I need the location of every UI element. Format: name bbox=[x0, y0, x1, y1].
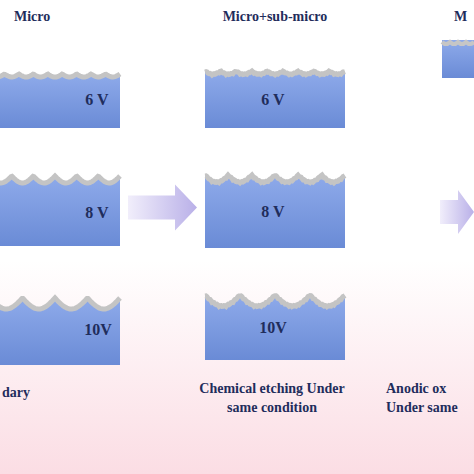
oxide-coating bbox=[205, 175, 345, 183]
anodized-panel: 6 V bbox=[0, 66, 120, 128]
voltage-label: 6 V bbox=[261, 91, 284, 109]
oxide-coating bbox=[0, 74, 120, 77]
voltage-label: 8 V bbox=[85, 204, 108, 222]
substrate bbox=[205, 71, 345, 128]
column-heading: M bbox=[454, 8, 472, 27]
oxide-coating bbox=[205, 296, 345, 307]
step-caption: dary bbox=[2, 384, 62, 403]
anodized-panel: 8 V bbox=[0, 168, 120, 246]
anodized-panel: 10V bbox=[0, 290, 120, 365]
substrate bbox=[0, 298, 120, 365]
column-heading: Micro+sub-micro bbox=[190, 8, 360, 27]
step-caption: Chemical etching Under same condition bbox=[197, 380, 347, 418]
voltage-label: 6 V bbox=[85, 91, 108, 109]
cropped-panel bbox=[442, 40, 474, 78]
substrate bbox=[205, 175, 345, 248]
substrate bbox=[0, 74, 120, 128]
oxide-coating bbox=[205, 71, 345, 75]
voltage-label: 8 V bbox=[261, 203, 284, 221]
oxide-coating bbox=[0, 298, 120, 309]
voltage-label: 10V bbox=[259, 319, 287, 337]
process-arrow bbox=[128, 185, 197, 231]
voltage-label: 10V bbox=[84, 321, 112, 339]
anodized-panel: 6 V bbox=[205, 64, 345, 128]
cropped-coating bbox=[442, 42, 474, 44]
step-caption: Anodic ox Under same bbox=[386, 380, 472, 418]
anodized-panel: 8 V bbox=[205, 168, 345, 248]
anodized-panel: 10V bbox=[205, 288, 345, 360]
oxide-coating bbox=[0, 176, 120, 183]
column-heading: Micro bbox=[14, 8, 104, 27]
process-arrow bbox=[440, 190, 474, 234]
substrate bbox=[0, 176, 120, 246]
substrate bbox=[205, 296, 345, 360]
